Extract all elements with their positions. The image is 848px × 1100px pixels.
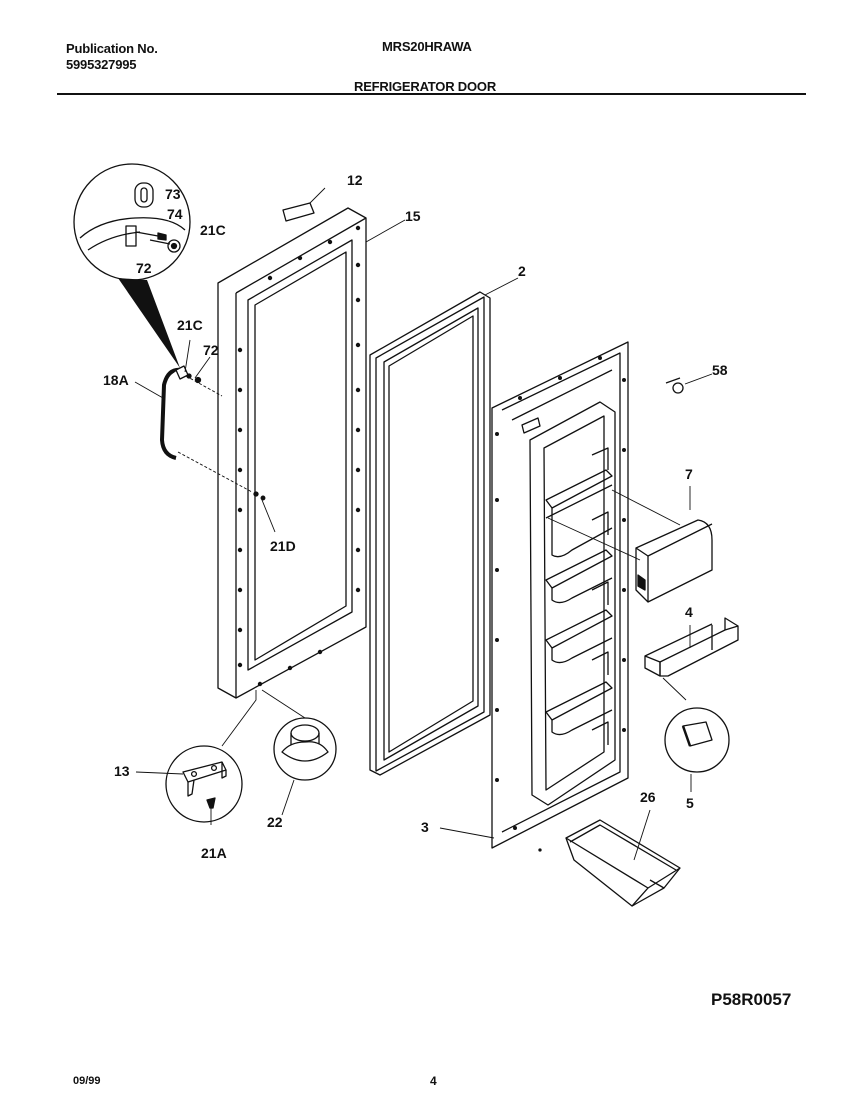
page-number: 4 (430, 1074, 437, 1088)
label-part-3: 3 (421, 819, 429, 835)
part-5-clip-detail (664, 707, 730, 792)
label-part-4: 4 (685, 604, 693, 620)
part-13-hinge-detail (135, 690, 257, 825)
part-15-outer-door (217, 207, 406, 699)
label-part-21c: 21C (177, 317, 203, 333)
part-2-gasket (369, 277, 519, 776)
label-part-12: 12 (347, 172, 363, 188)
part-22-door-stop (261, 689, 337, 816)
label-part-15: 15 (405, 208, 421, 224)
label-part-2: 2 (518, 263, 526, 279)
label-part-26: 26 (640, 789, 656, 805)
part-3-inner-liner (439, 341, 629, 849)
label-part-58: 58 (712, 362, 728, 378)
part-4-door-rack (644, 617, 739, 701)
header-rule (57, 93, 806, 95)
part-18a-handle (134, 339, 276, 533)
label-part-13: 13 (114, 763, 130, 779)
detail-circle-handle-mount (73, 163, 191, 281)
label-part-7: 7 (685, 466, 693, 482)
part-7-dairy-door (547, 486, 713, 603)
detail-pointer (118, 278, 180, 368)
label-part-72: 72 (203, 342, 219, 358)
model-number: MRS20HRAWA (382, 39, 472, 54)
footer-date: 09/99 (73, 1075, 101, 1087)
label-part-21d: 21D (270, 538, 296, 554)
label-part-74: 74 (167, 206, 183, 222)
label-part-22: 22 (267, 814, 283, 830)
label-part-73: 73 (165, 186, 181, 202)
part-12-nameplate (282, 187, 326, 222)
label-part-5: 5 (686, 795, 694, 811)
part-26-bin (538, 809, 681, 907)
label-part-72-detail: 72 (136, 260, 152, 276)
label-part-18a: 18A (103, 372, 129, 388)
label-part-21c-detail: 21C (200, 222, 226, 238)
label-part-21a: 21A (201, 845, 227, 861)
publication-label: Publication No. (66, 41, 158, 56)
section-title: REFRIGERATOR DOOR (354, 79, 497, 94)
part-58-screw (665, 373, 713, 394)
publication-number: 5995327995 (66, 57, 137, 72)
figure-code: P58R0057 (711, 990, 792, 1009)
